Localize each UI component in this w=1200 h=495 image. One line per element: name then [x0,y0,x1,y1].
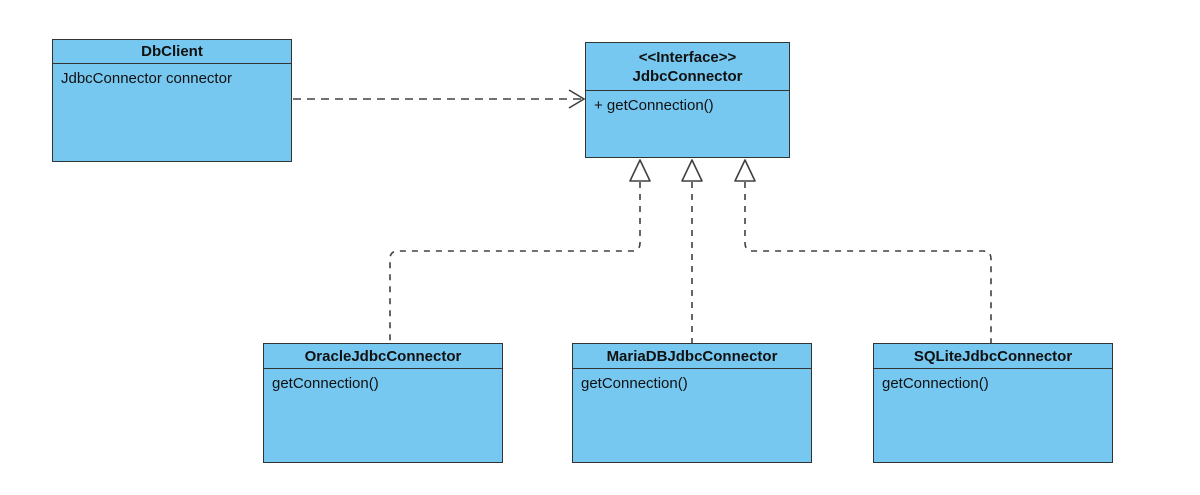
class-method: getConnection() [581,375,688,392]
realization-triangle-sqlite [734,159,756,182]
class-name: MariaDBJdbcConnector [606,347,778,365]
interface-body-jdbc-connector: + getConnection() [586,91,789,121]
class-node-db-client: DbClient JdbcConnector connector [52,39,292,162]
interface-stereotype: <<Interface>> [638,48,737,66]
class-title-oracle: OracleJdbcConnector [264,344,502,369]
class-body-oracle: getConnection() [264,369,502,399]
class-method: getConnection() [882,375,989,392]
interface-node-jdbc-connector: <<Interface>> JdbcConnector + getConnect… [585,42,790,158]
class-body-sqlite: getConnection() [874,369,1112,399]
class-title-mariadb: MariaDBJdbcConnector [573,344,811,369]
class-attribute: JdbcConnector connector [61,70,232,87]
class-body-mariadb: getConnection() [573,369,811,399]
realization-line-oracle [389,182,641,343]
class-node-sqlite-jdbc-connector: SQLiteJdbcConnector getConnection() [873,343,1113,463]
class-body-db-client: JdbcConnector connector [53,64,291,94]
class-title-sqlite: SQLiteJdbcConnector [874,344,1112,369]
class-method: getConnection() [272,375,379,392]
class-title-db-client: DbClient [53,40,291,64]
class-name: SQLiteJdbcConnector [913,347,1073,365]
interface-title-jdbc-connector: <<Interface>> JdbcConnector [586,43,789,91]
dependency-open-arrowhead [568,89,586,109]
class-node-mariadb-jdbc-connector: MariaDBJdbcConnector getConnection() [572,343,812,463]
realization-line-sqlite [744,182,992,343]
interface-name: JdbcConnector [632,67,743,85]
interface-method: + getConnection() [594,97,714,114]
class-name: DbClient [141,43,203,60]
class-node-oracle-jdbc-connector: OracleJdbcConnector getConnection() [263,343,503,463]
realization-triangle-oracle [629,159,651,182]
class-name: OracleJdbcConnector [304,347,462,365]
realization-triangle-mariadb [681,159,703,182]
